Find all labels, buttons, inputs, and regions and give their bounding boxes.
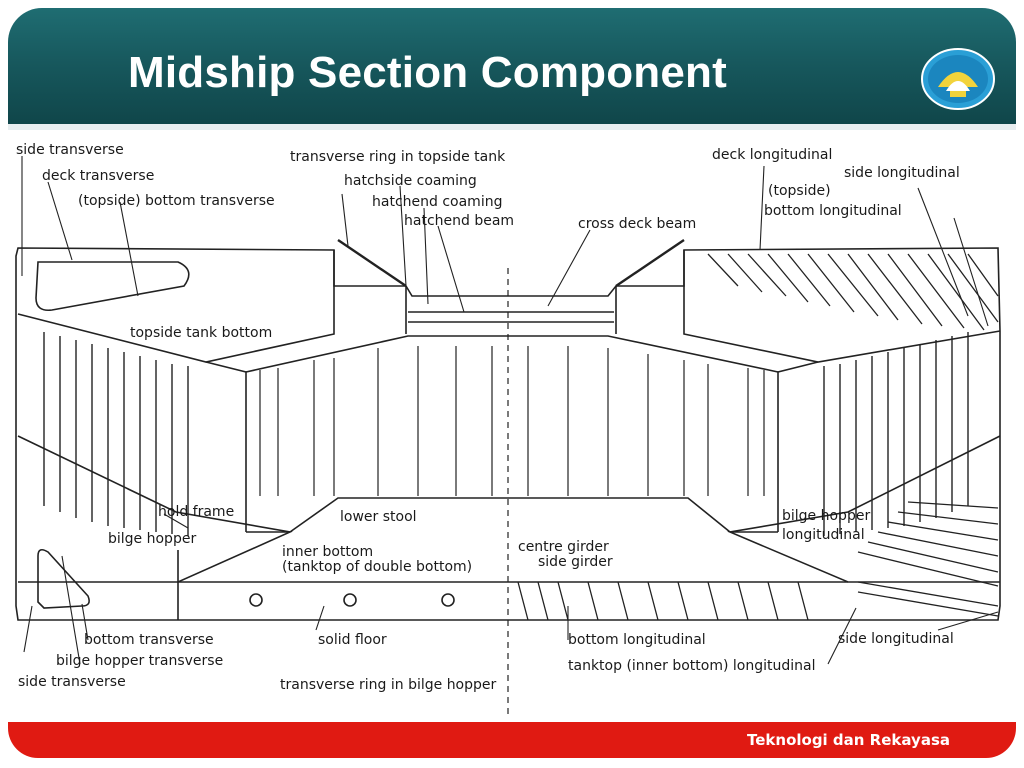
hopper-cutout [37, 548, 90, 609]
label-lower-stool: lower stool [340, 509, 417, 525]
label-bottom-transverse: bottom transverse [84, 632, 214, 648]
deck-longitudinals [707, 253, 999, 331]
page-title: Midship Section Component [128, 48, 727, 97]
label-bottom-longitudinal-top: bottom longitudinal [764, 203, 902, 219]
label-side-longitudinal-bottom: side longitudinal [838, 631, 954, 647]
lower-stool [289, 497, 731, 533]
label-tanktop-double-bottom: (tanktop of double bottom) [282, 559, 472, 575]
label-hold-frame: hold frame [158, 504, 234, 520]
label-side-longitudinal-top: side longitudinal [844, 165, 960, 181]
label-hatchend-coaming: hatchend coaming [372, 194, 502, 210]
hatch-coaming [405, 286, 617, 334]
bottom-longitudinals [517, 501, 999, 621]
hold-inner-frames [259, 346, 765, 496]
label-deck-longitudinal: deck longitudinal [712, 147, 832, 163]
label-bilge-hopper-transverse: bilge hopper transverse [56, 653, 223, 669]
topside-tank-left [17, 250, 335, 363]
label-topside: (topside) [768, 183, 831, 199]
label-side-transverse-bottom: side transverse [18, 674, 126, 690]
leader-lines [21, 156, 999, 665]
label-deck-transverse: deck transverse [42, 168, 154, 184]
label-bilge-hopper: bilge hopper [108, 531, 196, 547]
label-side-transverse-top: side transverse [16, 142, 124, 158]
component-labels: side transverse deck transverse (topside… [16, 142, 960, 693]
label-solid-floor: solid floor [318, 632, 387, 648]
label-centre-girder: centre girder [518, 539, 609, 555]
hold-frames [43, 332, 969, 536]
label-transverse-ring-bilge: transverse ring in bilge hopper [280, 677, 497, 693]
hopper-left [17, 435, 293, 583]
header-bar [8, 8, 1016, 130]
label-cross-deck-beam: cross deck beam [578, 216, 696, 232]
label-bilge-hopper-longitudinal-1: bilge hopper [782, 508, 870, 524]
label-inner-bottom: inner bottom [282, 544, 373, 560]
tut-wuri-handayani-logo [921, 48, 995, 110]
label-hatchside-coaming: hatchside coaming [344, 173, 477, 189]
label-tanktop-inner-bottom-longitudinal: tanktop (inner bottom) longitudinal [568, 658, 816, 674]
label-bottom-longitudinal: bottom longitudinal [568, 632, 706, 648]
label-bilge-hopper-longitudinal-2: longitudinal [782, 527, 865, 543]
footer-bar: Teknologi dan Rekayasa [8, 722, 1016, 758]
midship-section-diagram: side transverse deck transverse (topside… [15, 142, 1001, 716]
label-transverse-ring-topside: transverse ring in topside tank [290, 149, 506, 165]
label-hatchend-beam: hatchend beam [404, 213, 514, 229]
label-side-girder: side girder [538, 554, 613, 570]
label-topside-bottom-transverse: (topside) bottom transverse [78, 193, 275, 209]
topside-cutout [35, 261, 190, 312]
label-topside-tank-bottom: topside tank bottom [130, 325, 272, 341]
footer-text: Teknologi dan Rekayasa [747, 731, 950, 749]
topside-tank-right [683, 250, 1001, 363]
hold-space [205, 361, 819, 532]
